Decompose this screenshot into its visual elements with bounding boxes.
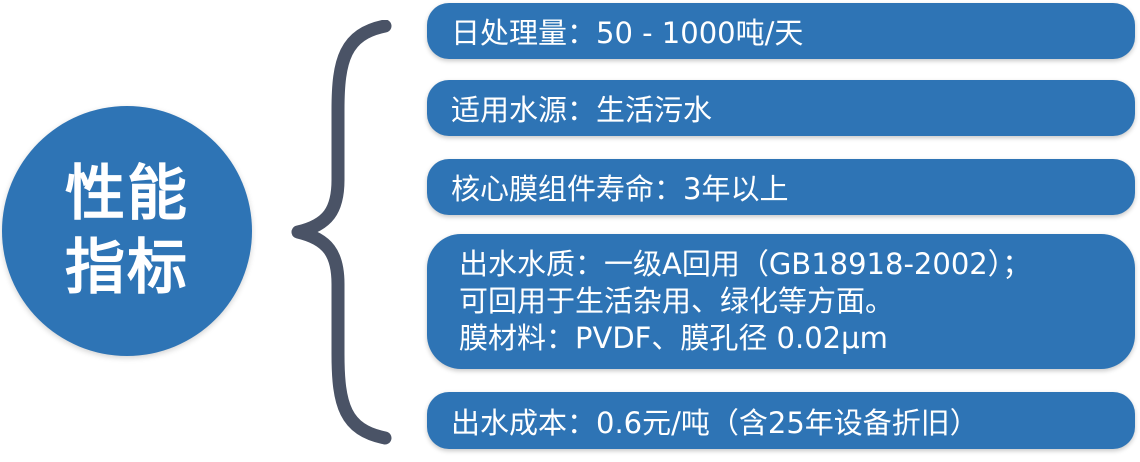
curly-brace-connector <box>291 20 392 445</box>
performance-indicators-hub: 性能指标 <box>2 106 252 356</box>
item-effluent-cost-text: 出水成本：0.6元/吨（含25年设备折旧） <box>451 405 979 440</box>
hub-title: 性能指标 <box>65 159 189 303</box>
item-water-source-text: 适用水源：生活污水 <box>451 93 713 127</box>
item-effluent-quality-line-3: 膜材料：PVDF、膜孔径 0.02μm <box>459 321 888 355</box>
item-effluent-quality-line-1: 出水水质：一级A回用（GB18918-2002）； <box>459 247 1032 281</box>
item-effluent-quality-line-2: 可回用于生活杂用、绿化等方面。 <box>459 284 895 318</box>
item-membrane-lifespan-text: 核心膜组件寿命：3年以上 <box>451 172 789 206</box>
item-daily-capacity: 日处理量：50 - 1000吨/天 <box>427 3 1135 59</box>
item-water-source: 适用水源：生活污水 <box>427 80 1135 136</box>
item-effluent-cost: 出水成本：0.6元/吨（含25年设备折旧） <box>427 392 1135 449</box>
item-effluent-quality: 出水水质：一级A回用（GB18918-2002）； 可回用于生活杂用、绿化等方面… <box>427 234 1135 369</box>
item-membrane-lifespan: 核心膜组件寿命：3年以上 <box>427 159 1135 215</box>
item-daily-capacity-text: 日处理量：50 - 1000吨/天 <box>451 16 804 50</box>
